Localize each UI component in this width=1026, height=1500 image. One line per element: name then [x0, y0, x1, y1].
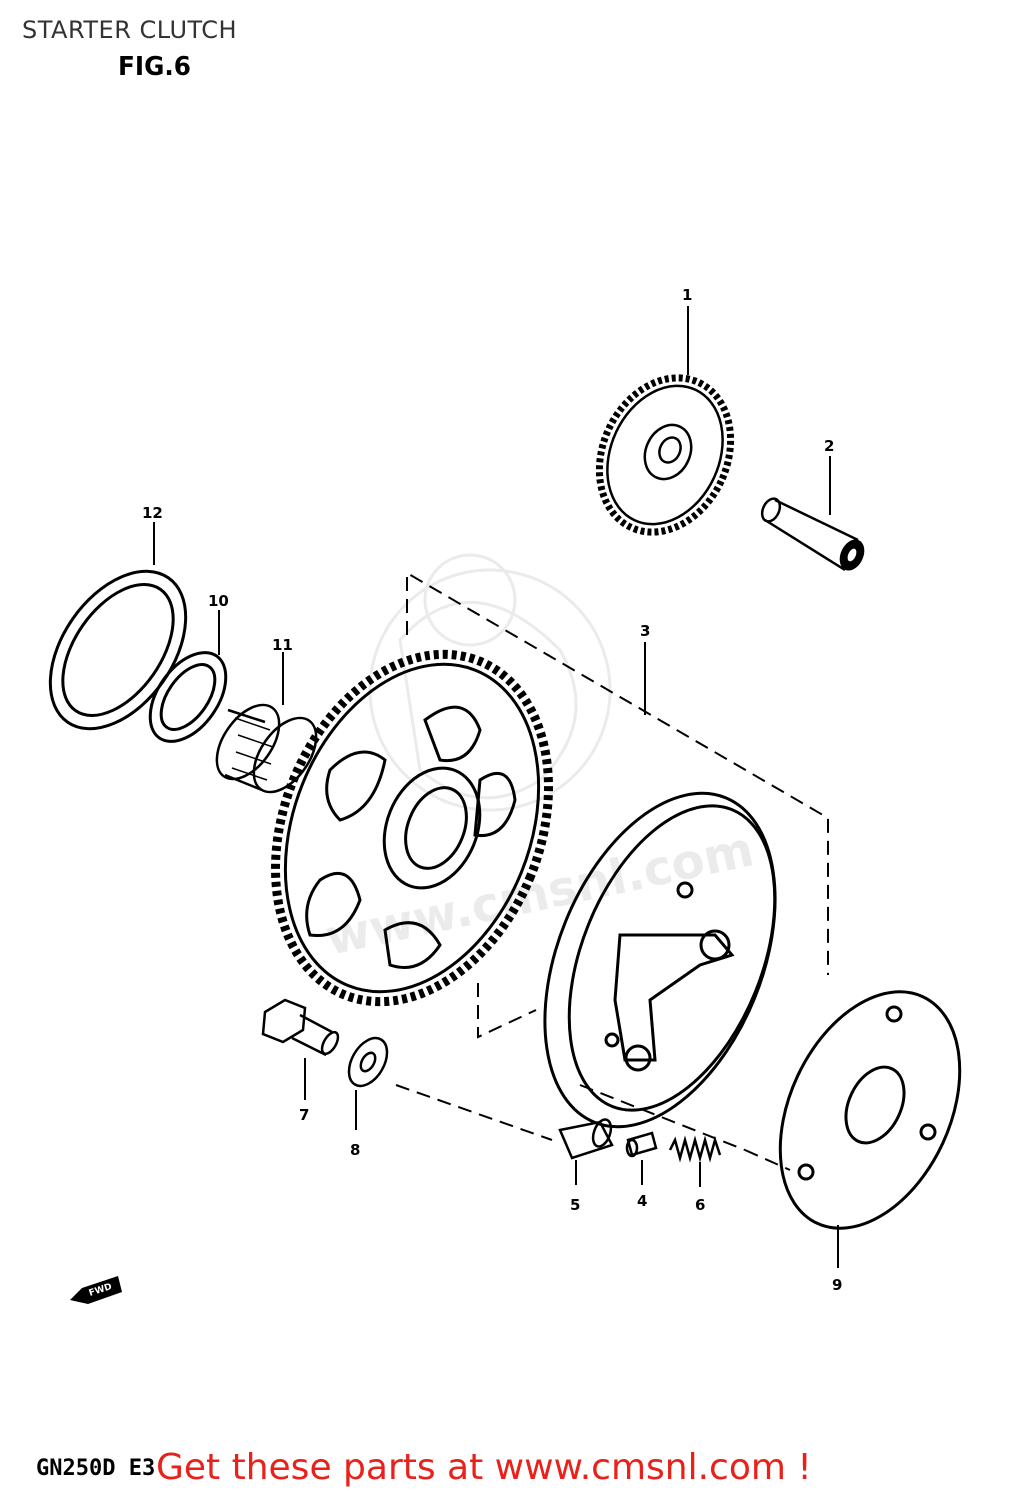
page-title: STARTER CLUTCH — [22, 16, 238, 44]
part-8-washer-icon — [347, 1036, 389, 1088]
part-6-spring-icon — [668, 1135, 722, 1163]
callout-12: 12 — [142, 504, 163, 522]
callout-11: 11 — [272, 636, 293, 654]
part-1-gear-icon — [595, 374, 735, 536]
callout-8: 8 — [350, 1141, 360, 1159]
callout-2: 2 — [824, 437, 834, 455]
callout-9: 9 — [832, 1276, 842, 1294]
part-2-shaft-icon — [760, 497, 865, 572]
part-5-roller-icon — [558, 1118, 614, 1160]
watermark-logo: www.cmsnl.com — [321, 553, 759, 967]
clutch-housing-icon — [543, 791, 777, 1129]
assembly-lines — [395, 571, 829, 1171]
get-parts-link[interactable]: Get these parts at www.cmsnl.com ! — [156, 1447, 812, 1488]
callout-5: 5 — [570, 1196, 580, 1214]
part-11-bearing-icon — [215, 703, 318, 794]
part-3-starter-gear-icon — [271, 649, 553, 1007]
model-code: GN250D E3 — [36, 1456, 156, 1481]
part-12-seal-icon — [48, 569, 188, 731]
callout-6: 6 — [695, 1196, 705, 1214]
leader-lines — [153, 306, 839, 1268]
callout-4: 4 — [637, 1192, 647, 1210]
forward-arrow-icon: FWD — [70, 1276, 122, 1304]
part-9-plate-icon — [778, 990, 962, 1230]
part-10-washer-icon — [148, 651, 228, 743]
callout-1: 1 — [682, 286, 692, 304]
part-4-plunger-icon — [625, 1131, 658, 1158]
callout-7: 7 — [299, 1106, 309, 1124]
figure-label: FIG.6 — [118, 52, 191, 82]
callout-3: 3 — [640, 622, 650, 640]
part-7-bolt-icon — [261, 998, 340, 1057]
callout-10: 10 — [208, 592, 229, 610]
